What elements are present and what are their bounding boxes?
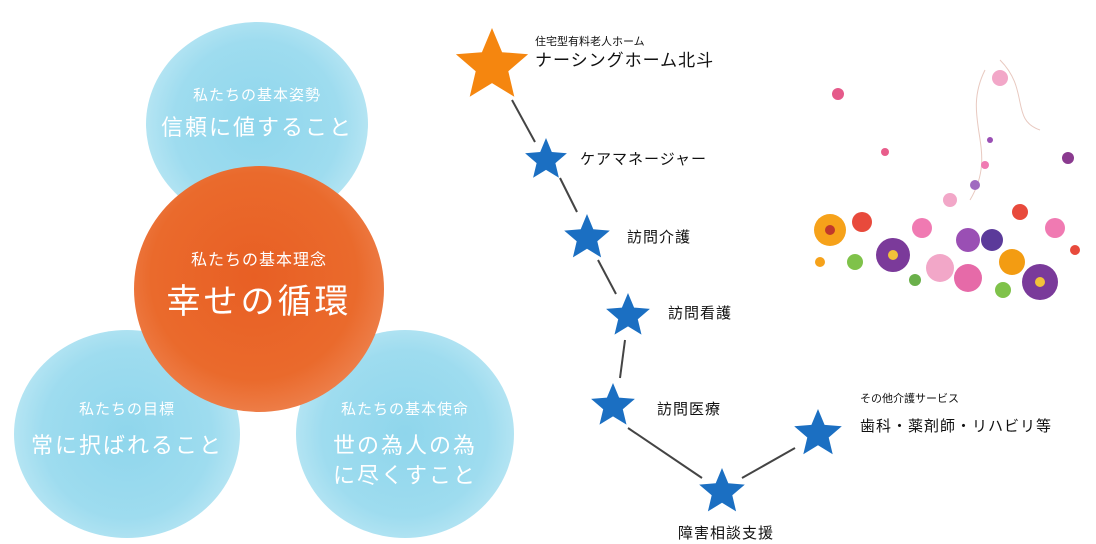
node-1-label: ナーシングホーム北斗 <box>535 51 715 71</box>
node-6-label: 障害相談支援 <box>678 524 775 542</box>
connector-6 <box>741 447 796 479</box>
node-3-label: 訪問介護 <box>627 228 692 246</box>
node-2-label: ケアマネージャー <box>580 150 707 168</box>
star-icon <box>606 293 650 335</box>
mission-title-line2: に尽くすこと <box>332 464 477 489</box>
core-caption: 私たちの基本理念 <box>190 250 327 269</box>
node-5-label: 訪問医療 <box>657 400 722 418</box>
star-icon <box>699 468 745 512</box>
node-1-sub: 住宅型有料老人ホーム <box>535 35 645 48</box>
star-icon <box>591 383 635 425</box>
flower-icon <box>814 59 1080 300</box>
core-title: 幸せの循環 <box>166 282 352 322</box>
star-icon <box>525 138 567 178</box>
node-7-label: 歯科・薬剤師・リハビリ等 <box>860 417 1053 435</box>
connector-5 <box>627 427 703 479</box>
connector-3 <box>597 259 617 295</box>
stance-caption: 私たちの基本姿勢 <box>192 86 321 104</box>
core-circle: 私たちの基本理念 幸せの循環 <box>134 166 384 412</box>
mission-title-line1: 世の為人の為 <box>332 434 477 459</box>
stance-title: 信頼に値すること <box>160 116 353 141</box>
star-icon <box>455 28 529 97</box>
star-icon <box>564 214 610 258</box>
star-icon <box>794 409 842 455</box>
mission-caption: 私たちの基本使命 <box>340 400 469 418</box>
connector-2 <box>559 177 578 213</box>
connector-1 <box>511 99 536 143</box>
goal-title: 常に択ばれること <box>30 434 223 459</box>
node-7-sub: その他介護サービス <box>860 392 959 405</box>
node-4-label: 訪問看護 <box>668 304 733 322</box>
connector-4 <box>619 339 626 379</box>
goal-caption: 私たちの目標 <box>78 400 175 418</box>
path-connectors <box>511 99 796 479</box>
